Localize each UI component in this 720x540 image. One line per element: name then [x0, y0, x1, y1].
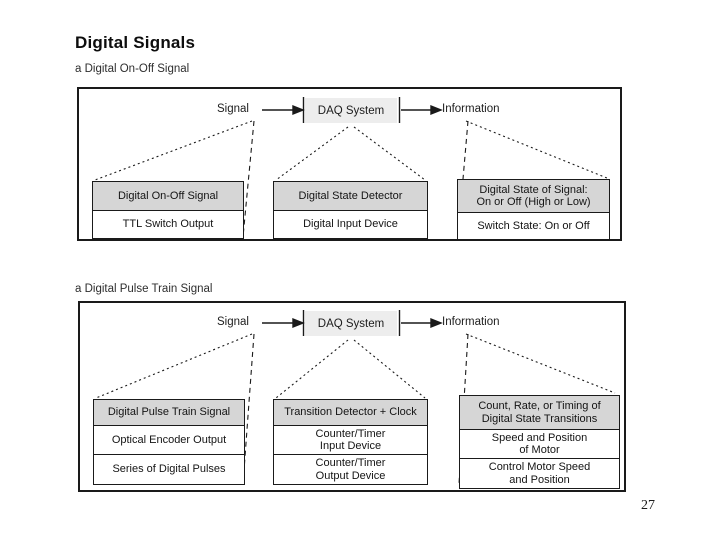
page-title: Digital Signals — [75, 33, 196, 52]
diagram2-signal-label: Signal — [217, 316, 249, 328]
table-header: Digital Pulse Train Signal — [94, 400, 244, 425]
table-row: Counter/Timer Output Device — [274, 454, 427, 484]
cell-text: Transition Detector + Clock — [284, 406, 417, 419]
cell-text: Digital Input Device — [303, 218, 398, 231]
diagram1-information-label: Information — [442, 103, 500, 115]
table-row: Series of Digital Pulses — [94, 454, 244, 484]
cell-text: Speed and Position — [491, 431, 588, 444]
table-header: Count, Rate, or Timing of Digital State … — [460, 396, 619, 429]
diagram2-frame — [78, 301, 626, 492]
cell-text: Input Device — [319, 440, 382, 452]
table-row: Counter/Timer Input Device — [274, 425, 427, 454]
cell-text: Control Motor Speed — [488, 461, 591, 473]
diagram2-information-table: Count, Rate, or Timing of Digital State … — [459, 395, 620, 489]
cell-text: Counter/Timer — [315, 457, 386, 469]
cell-text: and Position — [509, 473, 570, 486]
cell-text: Digital State Transitions — [481, 412, 598, 425]
cell-text: TTL Switch Output — [122, 218, 214, 231]
table-row: Control Motor Speed and Position — [460, 458, 619, 488]
diagram1-information-table: Digital State of Signal: On or Off (High… — [457, 179, 610, 240]
diagram2-daq-table: Transition Detector + Clock Counter/Time… — [273, 399, 428, 485]
table-row: TTL Switch Output — [93, 210, 243, 238]
cell-text: Series of Digital Pulses — [112, 463, 226, 476]
cell-text: Digital Pulse Train Signal — [107, 406, 231, 419]
table-header: Digital State of Signal: On or Off (High… — [458, 180, 609, 212]
table-header: Digital On-Off Signal — [93, 182, 243, 210]
cell-text: Output Device — [315, 469, 386, 482]
diagram2-information-label: Information — [442, 316, 500, 328]
cell-text: Digital State Detector — [298, 189, 403, 202]
diagram1-signal-table: Digital On-Off Signal TTL Switch Output — [92, 181, 244, 239]
diagram1-daq-table: Digital State Detector Digital Input Dev… — [273, 181, 428, 239]
diagram2-signal-table: Digital Pulse Train Signal Optical Encod… — [93, 399, 245, 485]
cell-text: Digital On-Off Signal — [117, 189, 219, 202]
cell-text: On or Off (High or Low) — [476, 196, 591, 208]
table-row: Optical Encoder Output — [94, 425, 244, 454]
cell-text: Counter/Timer — [315, 427, 386, 440]
table-row: Speed and Position of Motor — [460, 429, 619, 458]
diagram1-daq-system-label: DAQ System — [305, 98, 397, 123]
diagram1-label: a Digital On-Off Signal — [75, 63, 190, 75]
cell-text: of Motor — [519, 444, 560, 456]
diagram1-signal-label: Signal — [217, 103, 249, 115]
cell-text: Optical Encoder Output — [111, 433, 227, 446]
cell-text: Switch State: On or Off — [477, 219, 590, 232]
page-number: 27 — [641, 498, 655, 513]
cell-text: Digital State of Signal: — [479, 183, 588, 196]
table-header: Digital State Detector — [274, 182, 427, 210]
diagram2-label: a Digital Pulse Train Signal — [75, 283, 213, 295]
table-header: Transition Detector + Clock — [274, 400, 427, 425]
table-row: Switch State: On or Off — [458, 212, 609, 239]
table-row: Digital Input Device — [274, 210, 427, 238]
diagram1-frame — [77, 87, 622, 241]
cell-text: Count, Rate, or Timing of — [478, 400, 601, 412]
diagram2-daq-system-label: DAQ System — [305, 311, 397, 336]
